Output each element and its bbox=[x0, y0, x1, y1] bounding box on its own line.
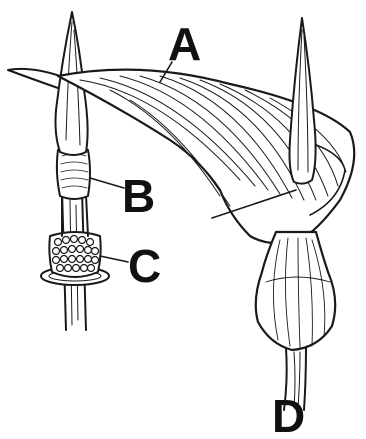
leader-b bbox=[90, 178, 124, 188]
label-c: C bbox=[128, 240, 161, 292]
right-spathe-illustration bbox=[58, 18, 354, 410]
leader-c bbox=[100, 256, 128, 262]
label-d: D bbox=[272, 390, 305, 439]
left-spadix-illustration bbox=[8, 12, 109, 330]
label-b: B bbox=[122, 170, 155, 222]
label-a: A bbox=[168, 18, 201, 70]
